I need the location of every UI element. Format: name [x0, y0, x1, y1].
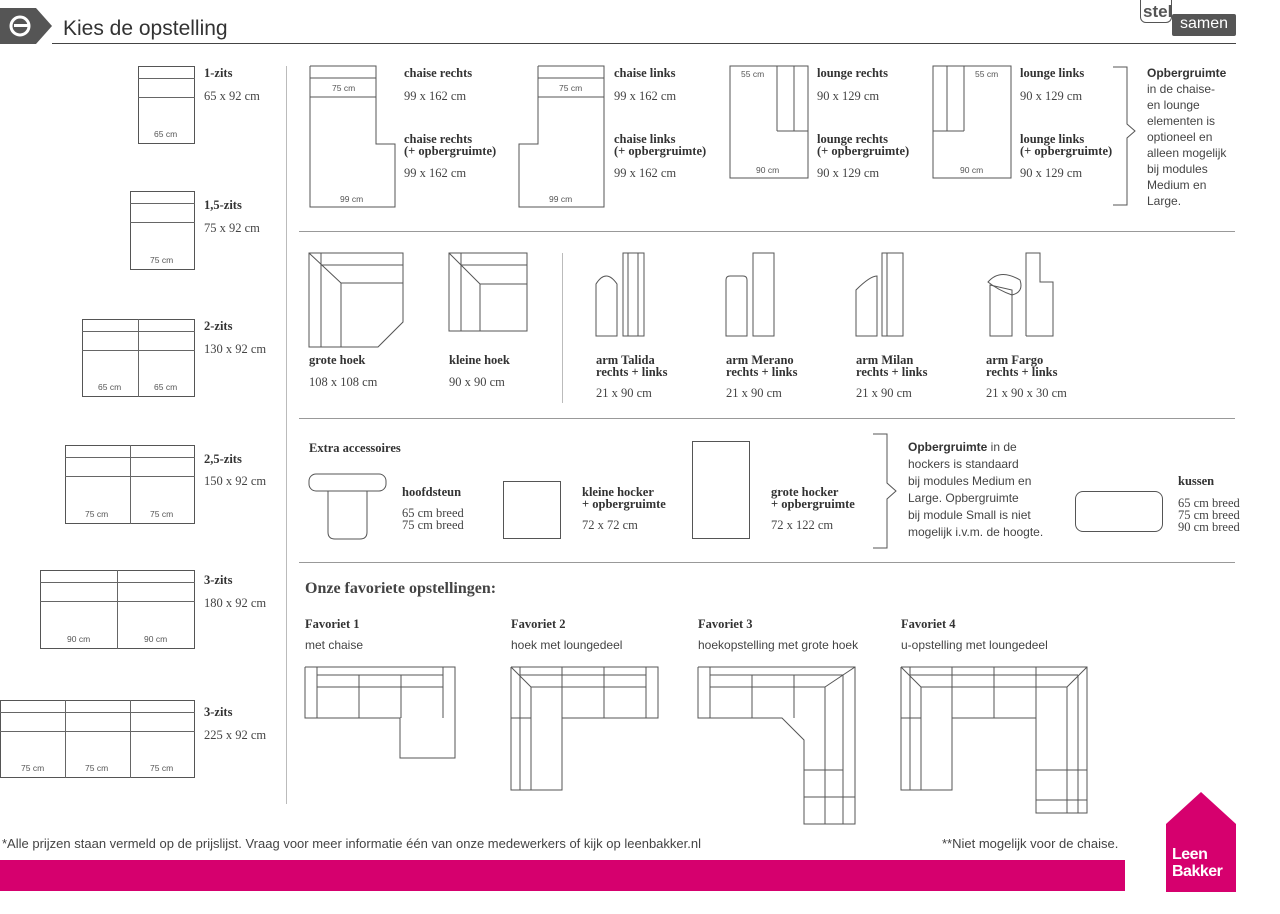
- section-rule-1: [299, 231, 1235, 232]
- left-divider: [286, 66, 287, 804]
- header-badge: [0, 8, 52, 44]
- accessories-title: Extra accessoires: [309, 441, 401, 455]
- favorite-3-name: Favoriet 3: [698, 617, 753, 631]
- bracket-icon: [873, 433, 897, 549]
- footer-note: *Alle prijzen staan vermeld op de prijsl…: [2, 836, 701, 851]
- favorite-2-desc: hoek met loungedeel: [511, 638, 623, 652]
- favorite-4-desc: u-opstelling met loungedeel: [901, 638, 1048, 652]
- favorite-4-diagram: [900, 666, 1088, 814]
- favorite-2-diagram: [510, 666, 659, 791]
- favorite-2-name: Favoriet 2: [511, 617, 566, 631]
- stel-samen-logo: stel samen: [1140, 0, 1236, 40]
- favorite-1-diagram: [304, 666, 456, 759]
- favorite-3-diagram: [697, 666, 856, 825]
- hocker-storage-note: Opbergruimte in de hockers is standaard …: [908, 440, 1044, 539]
- favorites-title: Onze favoriete opstellingen:: [305, 580, 497, 597]
- bracket-icon: [1113, 66, 1136, 206]
- footer-note-2: **Niet mogelijk voor de chaise.: [942, 836, 1119, 851]
- favorite-1-name: Favoriet 1: [305, 617, 360, 631]
- section-rule-3: [299, 562, 1235, 563]
- favorite-1-desc: met chaise: [305, 638, 364, 652]
- page-title: Kies de opstelling: [63, 17, 228, 40]
- footer-accent-bar: [0, 860, 1125, 891]
- header-rule: [52, 43, 1236, 44]
- favorite-4-name: Favoriet 4: [901, 617, 956, 631]
- section-rule-2: [299, 418, 1235, 419]
- corner-arm-divider: [562, 253, 563, 403]
- favorite-3-desc: hoekopstelling met grote hoek: [698, 638, 859, 652]
- storage-note: Opbergruimte in de chaise- en lounge ele…: [1147, 66, 1227, 208]
- leen-bakker-logo: Leen Bakker: [1166, 792, 1236, 892]
